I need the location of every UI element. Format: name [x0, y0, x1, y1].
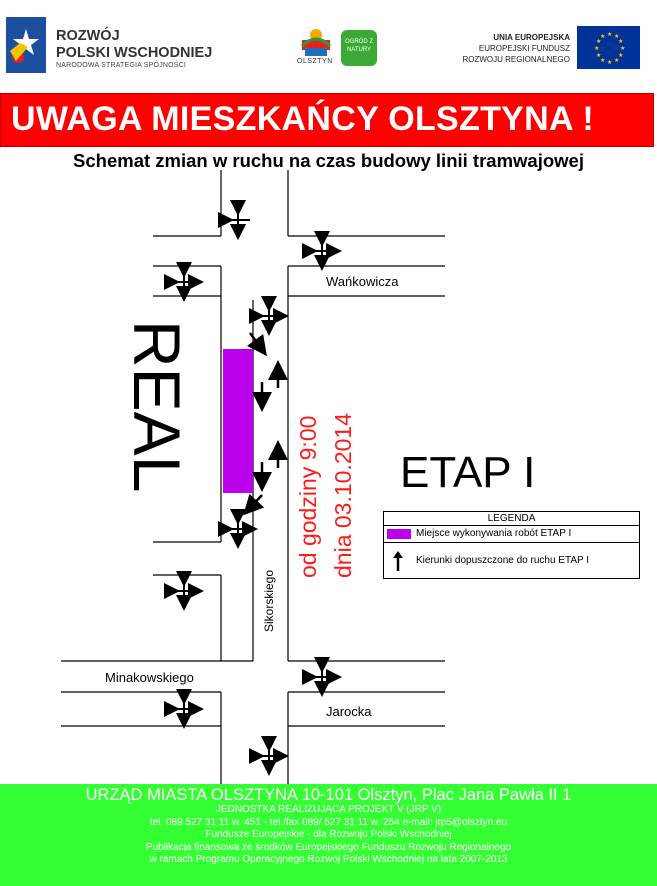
legend-arrow-icon — [393, 551, 403, 571]
footer-line-4: Fundusze Europejskie - dla Rozwoju Polsk… — [205, 829, 452, 840]
svg-text:★: ★ — [620, 45, 625, 52]
four-way-arrow-icon — [302, 657, 342, 697]
svg-text:★: ★ — [596, 52, 601, 59]
garden-badge: OGRÓD Z NATURY — [341, 30, 377, 66]
olsztyn-logo-label: OLSZTYN — [297, 58, 333, 65]
svg-text:★: ★ — [618, 38, 623, 45]
subtitle: Schemat zmian w ruchu na czas budowy lin… — [73, 150, 584, 171]
real-label: REAL — [120, 320, 194, 493]
footer-line-6: w ramach Programu Operacyjnego Rozwój Po… — [149, 854, 508, 865]
street-wankowicza: Wańkowicza — [326, 274, 399, 289]
legend-item-directions: Kierunki dopuszczone do ruchu ETAP I — [416, 555, 590, 566]
header: ROZWÓJ POLSKI WSCHODNIEJ NARODOWA STRATE… — [0, 0, 657, 90]
street-jarocka: Jarocka — [326, 704, 372, 719]
svg-text:★: ★ — [594, 45, 599, 52]
eu-line-3: ROZWOJU REGIONALNEGO — [462, 55, 570, 64]
svg-text:★: ★ — [596, 38, 601, 45]
four-way-arrow-icon — [164, 262, 204, 302]
svg-text:★: ★ — [607, 59, 612, 66]
logo-subtitle: NARODOWA STRATEGIA SPÓJNOŚCI — [56, 62, 187, 69]
legend: LEGENDA Miejsce wykonywania robót ETAP I… — [383, 511, 640, 579]
banner-text: UWAGA MIESZKAŃCY OLSZTYNA ! — [11, 100, 594, 138]
eu-line-2: EUROPEJSKI FUNDUSZ — [478, 44, 570, 53]
legend-divider — [384, 542, 639, 543]
legend-item-works: Miejsce wykonywania robót ETAP I — [416, 528, 572, 539]
eu-line-1: UNIA EUROPEJSKA — [493, 33, 570, 42]
footer-line-5: Publikacja finansowa ze środków Europejs… — [145, 841, 512, 853]
svg-text:★: ★ — [614, 33, 619, 40]
street-minakowskiego: Minakowskiego — [105, 670, 194, 685]
warning-banner: UWAGA MIESZKAŃCY OLSZTYNA ! — [0, 93, 654, 147]
footer: URZĄD MIASTA OLSZTYNA 10-101 Olsztyn, Pl… — [0, 784, 657, 886]
legend-title: LEGENDA — [384, 512, 639, 526]
four-way-arrow-icon — [302, 231, 342, 271]
footer-line-1: URZĄD MIASTA OLSZTYNA 10-101 Olsztyn, Pl… — [85, 786, 572, 804]
svg-text:★: ★ — [614, 57, 619, 64]
svg-text:★: ★ — [618, 52, 623, 59]
svg-text:★: ★ — [600, 57, 605, 64]
four-way-arrow-icon — [164, 689, 204, 729]
footer-line-3: tel. 089 527 31 11 w. 451 - tel./fax 089… — [149, 816, 508, 828]
four-way-arrow-icons — [164, 200, 342, 776]
rozwoj-polski-wschodniej-logo — [6, 17, 46, 73]
works-area — [223, 349, 253, 493]
svg-text:★: ★ — [600, 33, 605, 40]
four-way-arrow-icon — [218, 509, 258, 549]
date-line-1: od godziny 9:00 — [295, 415, 321, 578]
direction-arrows — [243, 332, 288, 516]
four-way-arrow-icon — [164, 571, 204, 611]
four-way-arrow-icon — [226, 200, 250, 232]
eu-text: UNIA EUROPEJSKA EUROPEJSKI FUNDUSZ ROZWO… — [440, 32, 570, 65]
legend-works-swatch — [387, 529, 411, 539]
four-way-arrow-icon — [249, 736, 289, 776]
olsztyn-city-icon — [300, 29, 332, 56]
footer-line-2: JEDNOSTKA REALIZUJĄCA PROJEKT V (JRP V) — [215, 804, 442, 815]
date-line-2: dnia 03.10.2014 — [330, 413, 356, 578]
street-sikorskiego: Sikorskiego — [262, 569, 276, 632]
logo-title-2: POLSKI WSCHODNIEJ — [56, 45, 213, 61]
eu-flag-icon: ★★★★ ★★★★ ★★★★ — [577, 26, 640, 69]
traffic-map — [61, 170, 445, 784]
etap-label: ETAP I — [400, 448, 536, 497]
logo-left-text: ROZWÓJ POLSKI WSCHODNIEJ NARODOWA STRATE… — [56, 28, 212, 69]
svg-text:★: ★ — [607, 31, 612, 38]
logo-title-1: ROZWÓJ — [56, 28, 120, 44]
arrow-icon — [247, 332, 267, 357]
four-way-arrow-icon — [249, 296, 289, 336]
arrow-icon — [243, 493, 265, 516]
